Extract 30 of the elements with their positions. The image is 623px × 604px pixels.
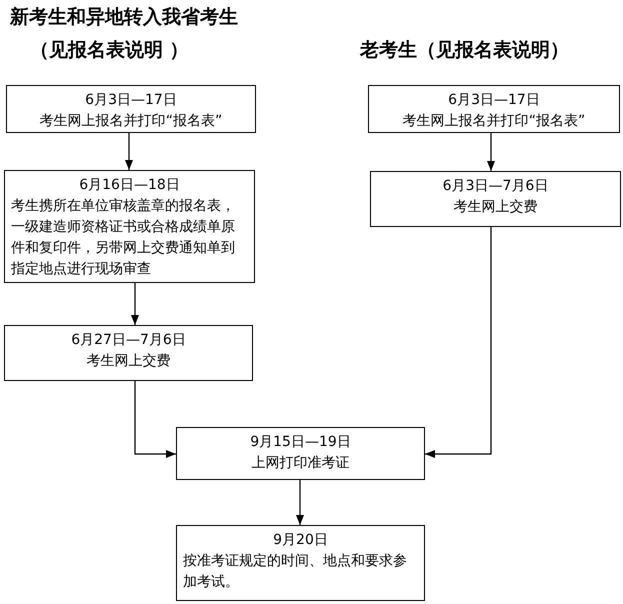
group-heading: 老考生（见报名表说明） xyxy=(360,38,569,63)
date-text: 6月3日—17日 xyxy=(447,91,541,110)
step-text: 上网打印准考证 xyxy=(250,454,350,473)
step-text: 考生网上报名并打印“报名表” xyxy=(38,112,224,131)
step-box xyxy=(4,170,255,283)
date-text: 6月16日—18日 xyxy=(78,176,181,195)
step-box xyxy=(176,427,425,480)
step-text: 考生携所在单位审核盖章的报名表，一级建造师资格证书或合格成绩单原件和复印件，另带网上交费通知单到指定地点进行现场审查 xyxy=(11,197,236,279)
date-text: 9月20日 xyxy=(272,531,329,550)
step-box xyxy=(370,171,621,227)
arrow xyxy=(425,227,492,458)
step-text: 按准考证规定的时间、地点和要求参加考试。 xyxy=(183,552,408,592)
arrow xyxy=(131,283,139,325)
step-text: 考生网上交费 xyxy=(86,352,172,371)
date-text: 6月27日—7月6日 xyxy=(70,331,187,350)
date-text: 6月3日—17日 xyxy=(84,91,178,110)
step-box xyxy=(6,85,256,133)
step-box xyxy=(368,85,620,133)
arrow xyxy=(125,133,133,170)
group-heading: 新考生和异地转入我省考生 xyxy=(10,5,238,30)
step-box xyxy=(4,325,253,381)
step-text: 考生网上交费 xyxy=(452,198,538,217)
date-text: 9月15日—19日 xyxy=(249,433,352,452)
arrow xyxy=(296,480,304,525)
step-text: 考生网上报名并打印“报名表” xyxy=(402,112,586,131)
group-heading: （见报名表说明 ） xyxy=(30,38,189,63)
arrow xyxy=(134,381,176,458)
arrow xyxy=(487,133,495,171)
date-text: 6月3日—7月6日 xyxy=(442,177,550,196)
step-box xyxy=(176,525,425,601)
